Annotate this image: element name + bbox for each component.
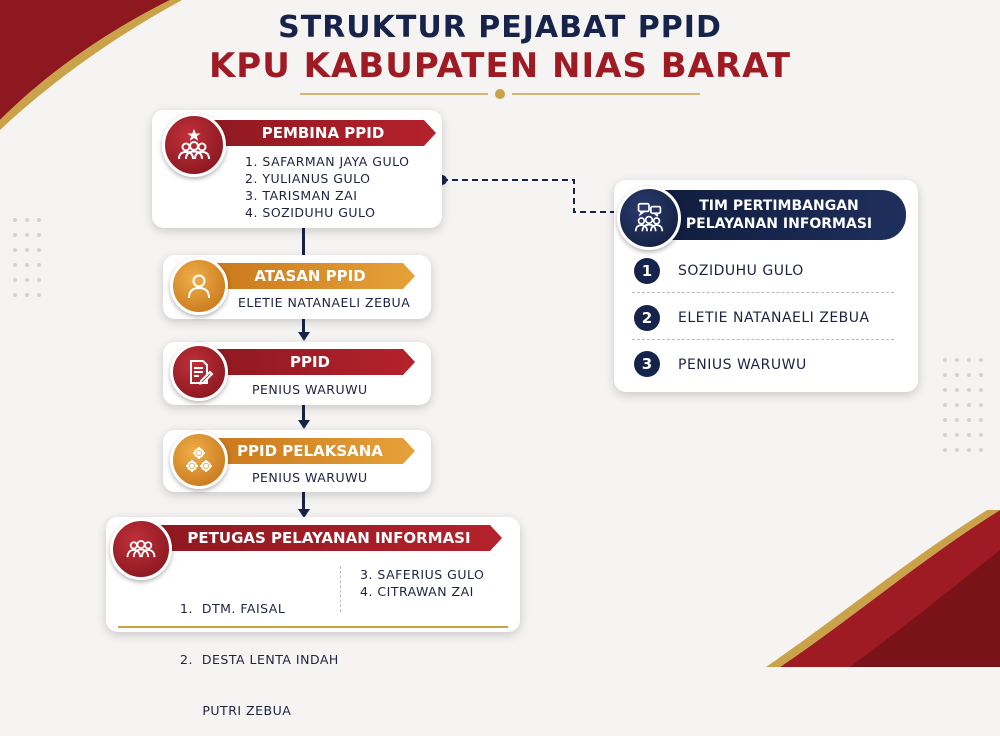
connector-atasan-ppid [302, 319, 305, 333]
group-chat-icon [617, 186, 681, 250]
tim-member-name: ELETIE NATANAELI ZEBUA [678, 310, 870, 326]
list-item: 4. CITRAWAN ZAI [360, 584, 474, 599]
connector-pembina-atasan [302, 228, 305, 256]
list-item: 3. SAFERIUS GULO [360, 567, 485, 582]
petugas-card-underline [118, 626, 508, 628]
tim-ribbon: TIM PERTIMBANGAN PELAYANAN INFORMASI [652, 190, 906, 240]
arrow-head [298, 509, 310, 518]
tim-member-name: SOZIDUHU GULO [678, 263, 804, 279]
ppid-name: PENIUS WARUWU [252, 382, 368, 397]
tim-row-divider [632, 339, 894, 340]
tim-label-line-2: PELAYANAN INFORMASI [685, 216, 873, 232]
list-item: 2. YULIANUS GULO [245, 171, 371, 186]
petugas-ribbon: PETUGAS PELAYANAN INFORMASI [150, 525, 502, 551]
tim-member-name: PENIUS WARUWU [678, 357, 807, 373]
title-line-1: STRUKTUR PEJABAT PPID [278, 10, 722, 45]
petugas-column-divider [340, 566, 341, 612]
bottom-right-corner-decoration [766, 510, 1000, 667]
petugas-list-col2: 3. SAFERIUS GULO 4. CITRAWAN ZAI [360, 566, 484, 600]
pembina-member-list: 1. SAFARMAN JAYA GULO 2. YULIANUS GULO 3… [245, 153, 410, 221]
dot-pattern-right [943, 358, 983, 452]
petugas-list-col1: 1. DTM. FAISAL 2. DESTA LENTA INDAH PUTR… [180, 566, 339, 736]
document-pen-icon [170, 343, 228, 401]
gears-icon [170, 431, 228, 489]
title-divider [300, 89, 700, 99]
pembina-ribbon: PEMBINA PPID [200, 120, 436, 146]
dashed-connector-tim [437, 175, 618, 213]
connector-ppid-pelaksana [302, 405, 305, 421]
atasan-ribbon: ATASAN PPID [205, 263, 415, 289]
list-item: 4. SOZIDUHU GULO [245, 205, 376, 220]
connector-pelaksana-petugas [302, 492, 305, 510]
top-left-corner-decoration [0, 0, 182, 130]
atasan-name: ELETIE NATANAELI ZEBUA [238, 295, 411, 310]
pelaksana-name: PENIUS WARUWU [252, 470, 368, 485]
group-icon [110, 518, 172, 580]
user-icon [170, 257, 228, 315]
list-item: 1. DTM. FAISAL [180, 601, 286, 616]
title-line-2: KPU KABUPATEN NIAS BARAT [208, 46, 792, 86]
arrow-head [298, 332, 310, 341]
tim-number-badge: 2 [634, 305, 660, 331]
list-item: 1. SAFARMAN JAYA GULO [245, 154, 410, 169]
tim-label-line-1: TIM PERTIMBANGAN [699, 198, 859, 214]
tim-row-divider [632, 292, 894, 293]
tim-number-badge: 1 [634, 258, 660, 284]
tim-number-badge: 3 [634, 351, 660, 377]
ppid-ribbon: PPID [205, 349, 415, 375]
list-item: 2. DESTA LENTA INDAH [180, 652, 339, 667]
list-item: 3. TARISMAN ZAI [245, 188, 358, 203]
list-item: PUTRI ZEBUA [180, 703, 292, 718]
dot-pattern-left [13, 218, 41, 297]
group-star-icon [162, 113, 226, 177]
pelaksana-ribbon: PPID PELAKSANA [205, 438, 415, 464]
arrow-head [298, 420, 310, 429]
